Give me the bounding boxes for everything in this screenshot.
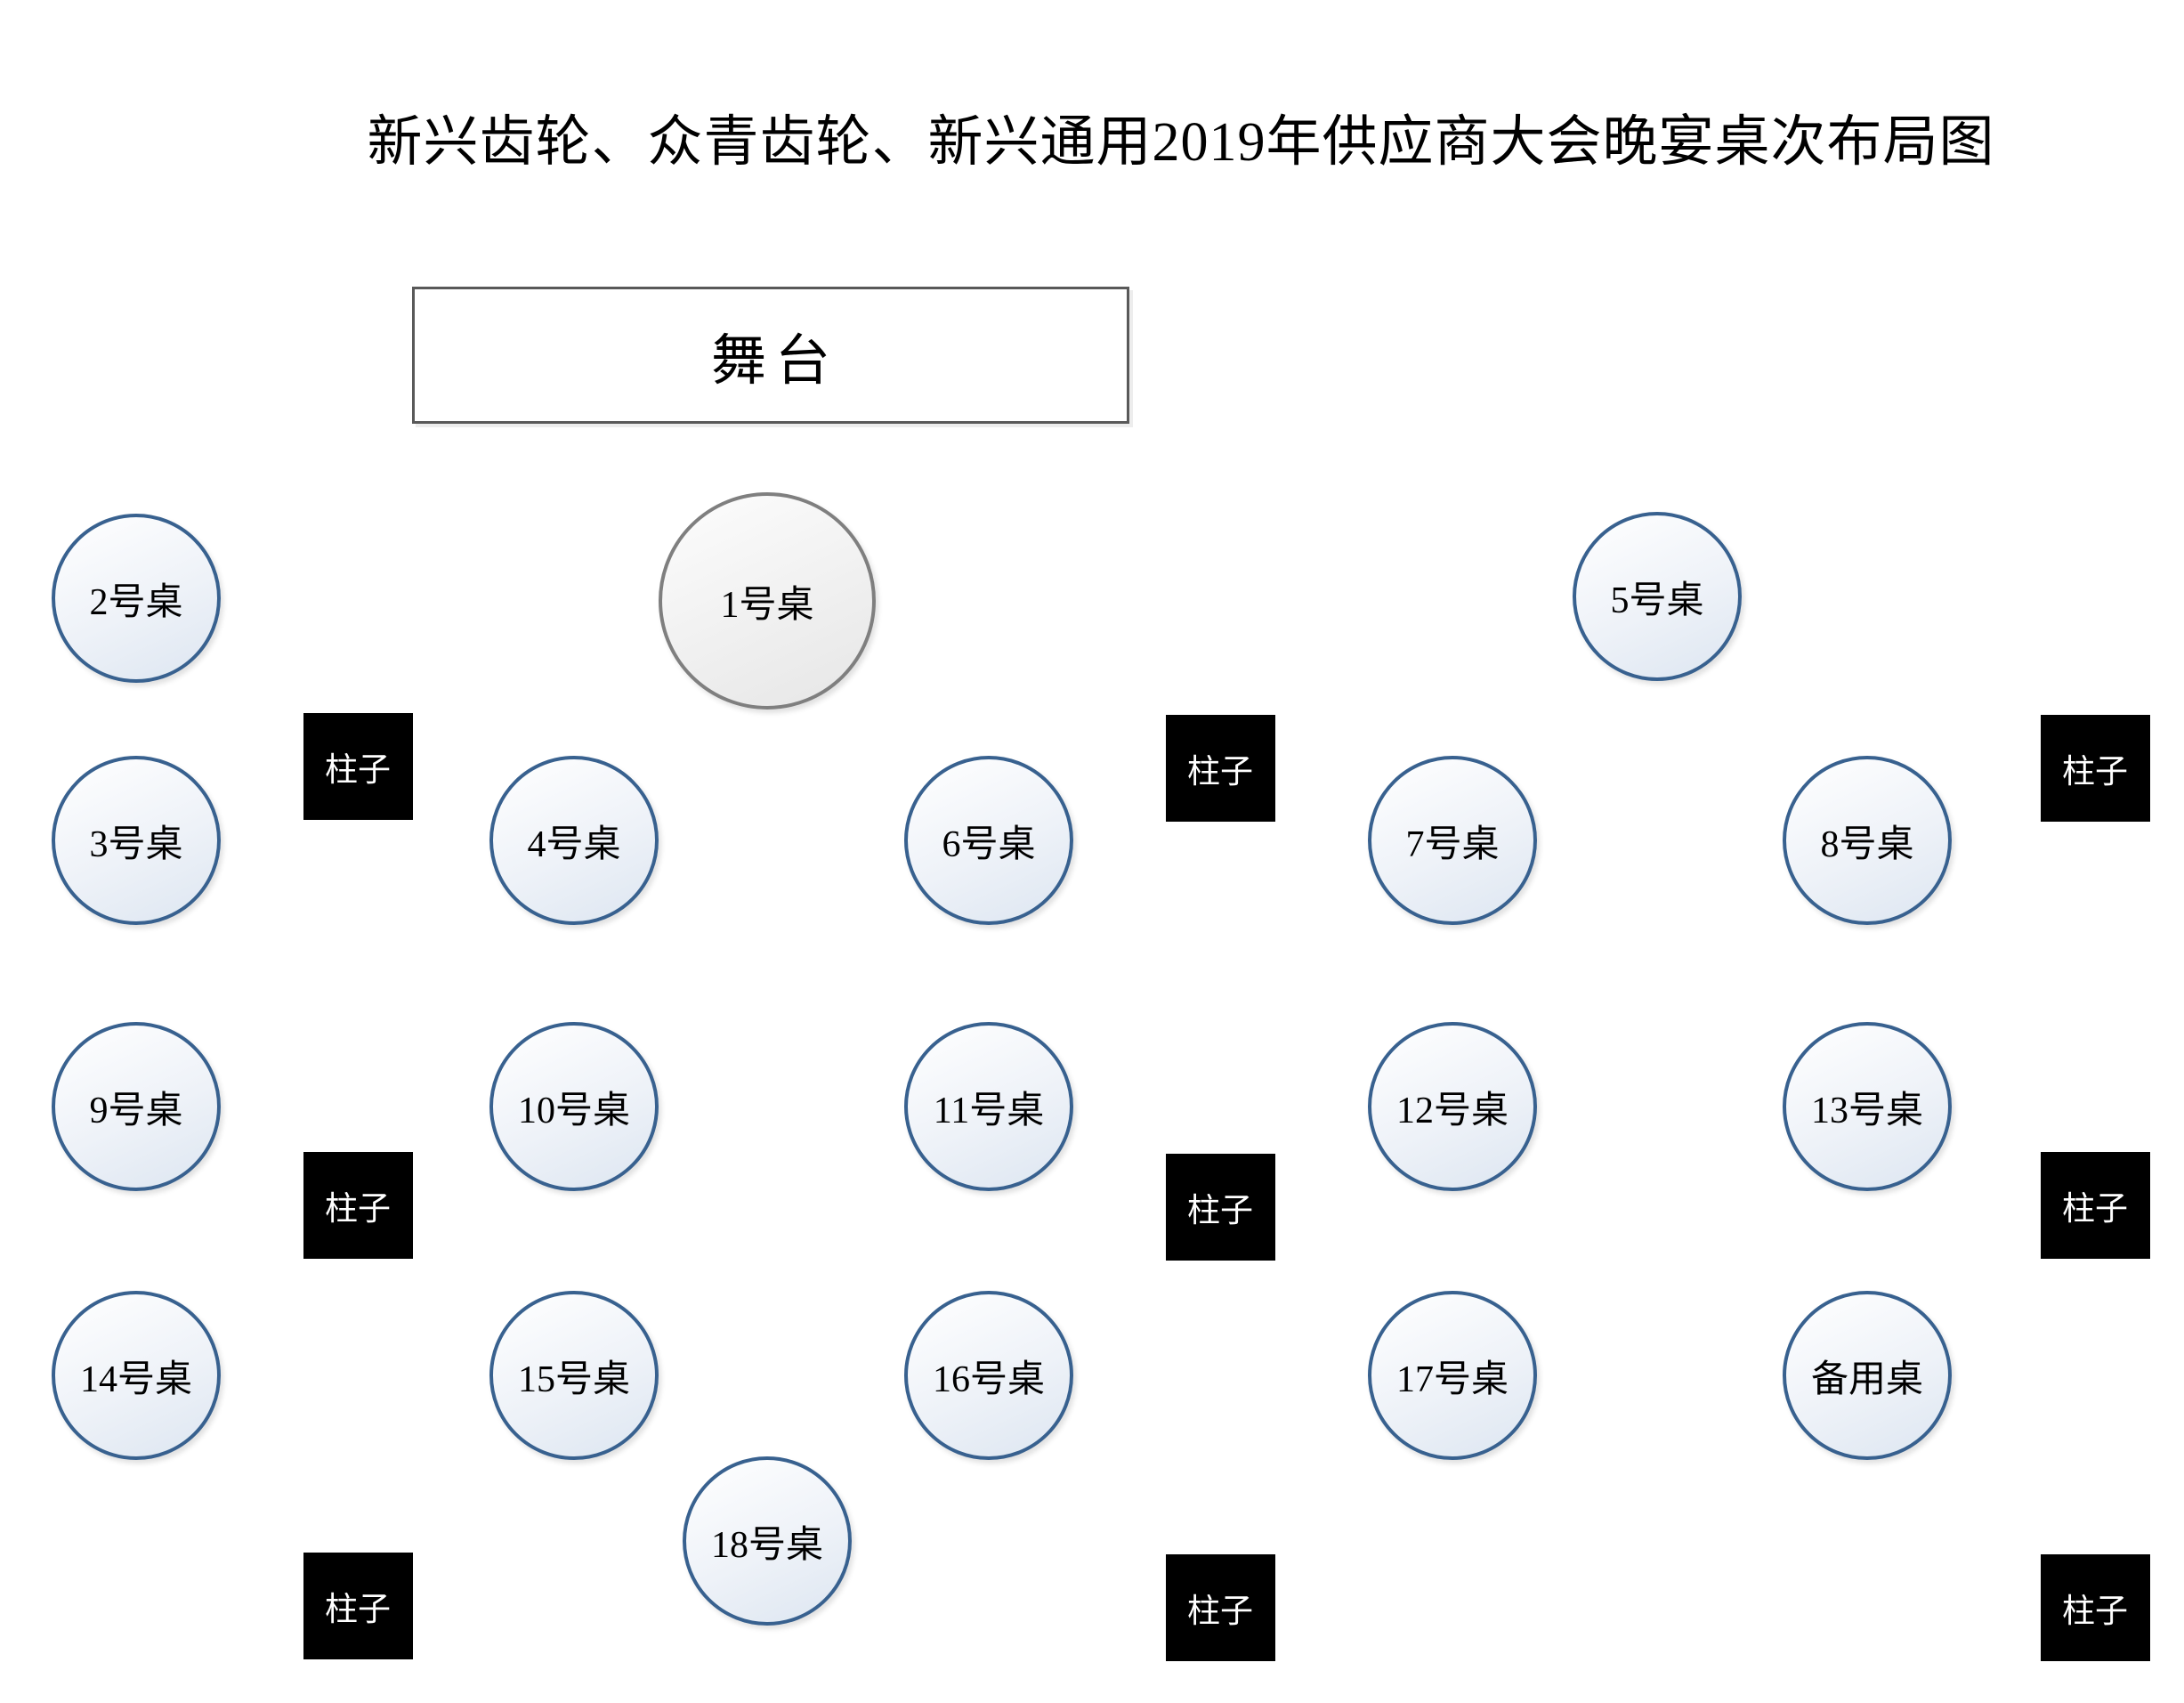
- pillar-7: 柱子: [303, 1553, 413, 1659]
- pillar-label: 柱子: [325, 1592, 391, 1628]
- table-label: 2号桌: [89, 581, 183, 623]
- table-label: 11号桌: [933, 1090, 1045, 1131]
- table-10: 10号桌: [489, 1022, 659, 1191]
- table-6: 6号桌: [904, 756, 1073, 925]
- table-label: 13号桌: [1810, 1090, 1923, 1131]
- table-9: 9号桌: [52, 1022, 221, 1191]
- pillar-label: 柱子: [1187, 1193, 1253, 1229]
- pillar-label: 柱子: [325, 1191, 391, 1228]
- table-label: 15号桌: [517, 1358, 630, 1400]
- table-1: 1号桌: [659, 492, 876, 710]
- table-14: 14号桌: [52, 1291, 221, 1460]
- table-16: 16号桌: [904, 1291, 1073, 1460]
- pillar-6: 柱子: [2040, 1152, 2150, 1259]
- pillar-label: 柱子: [2062, 1191, 2128, 1228]
- table-13: 13号桌: [1783, 1022, 1952, 1191]
- table-18: 18号桌: [683, 1456, 852, 1626]
- table-8: 8号桌: [1783, 756, 1952, 925]
- table-7: 7号桌: [1368, 756, 1537, 925]
- table-label: 17号桌: [1395, 1358, 1509, 1400]
- pillar-3: 柱子: [2040, 715, 2150, 822]
- pillar-label: 柱子: [1187, 754, 1253, 791]
- stage-box: 舞台: [412, 287, 1129, 424]
- pillar-label: 柱子: [325, 752, 391, 789]
- pillar-label: 柱子: [1187, 1594, 1253, 1630]
- table-label: 6号桌: [942, 823, 1036, 865]
- table-2: 2号桌: [52, 514, 221, 683]
- pillar-2: 柱子: [1165, 715, 1275, 822]
- table-label: 7号桌: [1405, 823, 1500, 865]
- table-11: 11号桌: [904, 1022, 1073, 1191]
- pillar-8: 柱子: [1165, 1554, 1275, 1661]
- pillar-label: 柱子: [2062, 754, 2128, 791]
- table-label: 4号桌: [527, 823, 621, 865]
- pillar-5: 柱子: [1165, 1154, 1275, 1261]
- table-5: 5号桌: [1573, 512, 1742, 681]
- table-spare: 备用桌: [1783, 1291, 1952, 1460]
- table-label: 备用桌: [1810, 1358, 1923, 1400]
- table-label: 10号桌: [517, 1090, 630, 1131]
- table-12: 12号桌: [1368, 1022, 1537, 1191]
- pillar-label: 柱子: [2062, 1594, 2128, 1630]
- table-label: 9号桌: [89, 1090, 183, 1131]
- table-4: 4号桌: [489, 756, 659, 925]
- table-label: 18号桌: [710, 1524, 823, 1566]
- pillar-4: 柱子: [303, 1152, 413, 1259]
- table-label: 14号桌: [79, 1358, 192, 1400]
- table-3: 3号桌: [52, 756, 221, 925]
- table-label: 8号桌: [1820, 823, 1914, 865]
- table-label: 12号桌: [1395, 1090, 1509, 1131]
- pillar-1: 柱子: [303, 713, 413, 820]
- table-17: 17号桌: [1368, 1291, 1537, 1460]
- table-label: 5号桌: [1610, 580, 1704, 621]
- page-title: 新兴齿轮、众青齿轮、新兴通用2019年供应商大会晚宴桌次布局图: [367, 112, 1995, 173]
- table-label: 16号桌: [932, 1358, 1045, 1400]
- table-label: 3号桌: [89, 823, 183, 865]
- stage-label: 舞台: [710, 330, 839, 392]
- pillar-9: 柱子: [2040, 1554, 2150, 1661]
- table-15: 15号桌: [489, 1291, 659, 1460]
- table-label: 1号桌: [720, 584, 814, 626]
